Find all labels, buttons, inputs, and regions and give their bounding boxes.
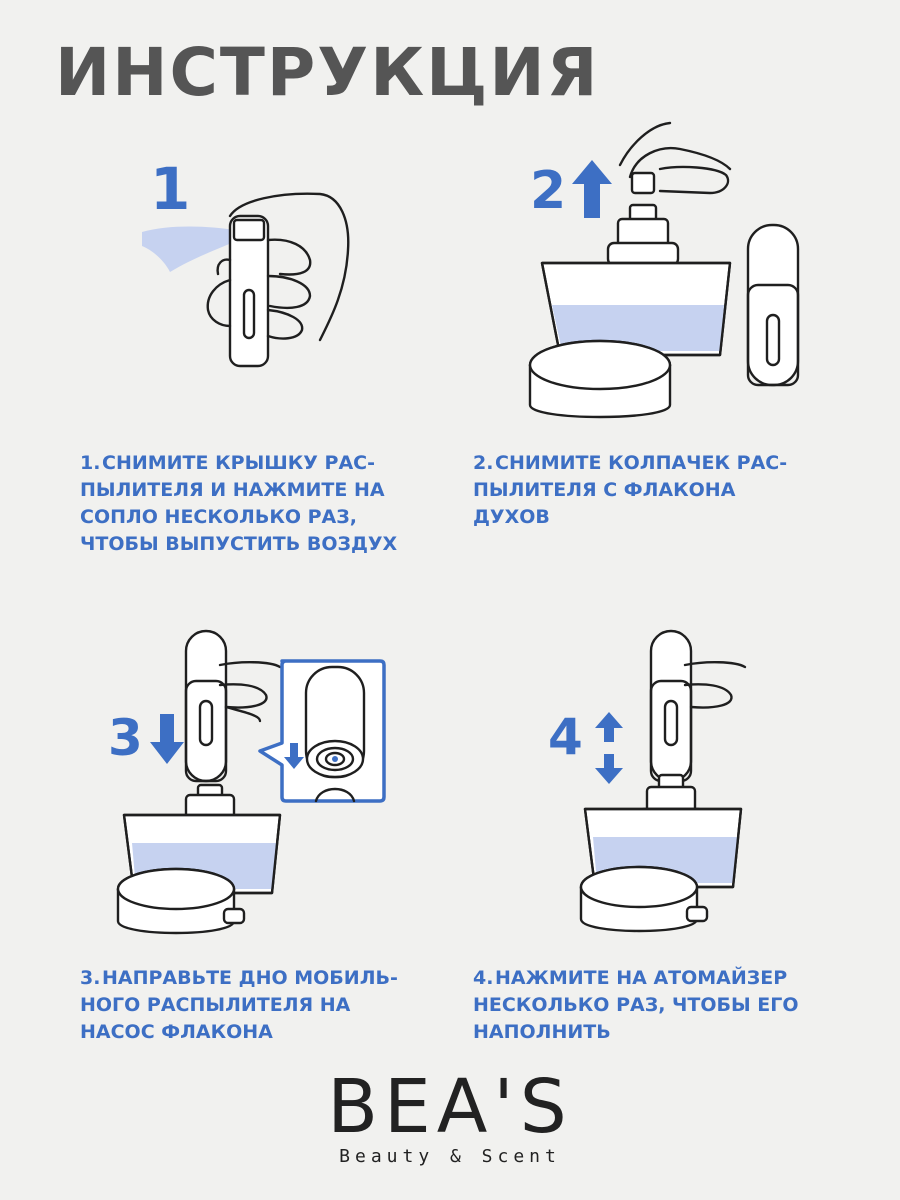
arrow-up-down-icon: [595, 712, 623, 784]
step-2-caption-text: СНИМИТЕ КОЛПАЧЕК РАС-ПЫЛИТЕЛЯ С ФЛАКОНА …: [473, 452, 788, 528]
step-3-caption: 3.НАПРАВЬТЕ ДНО МОБИЛЬ-НОГО РАСПЫЛИТЕЛЯ …: [80, 965, 410, 1046]
brand-name: BEA'S: [327, 1064, 573, 1150]
step-1-caption: 1.СНИМИТЕ КРЫШКУ РАС-ПЫЛИТЕЛЯ И НАЖМИТЕ …: [80, 450, 410, 558]
page-title: ИНСТРУКЦИЯ: [55, 34, 600, 111]
step-4-caption: 4.НАЖМИТЕ НА АТОМАЙЗЕР НЕСКОЛЬКО РАЗ, ЧТ…: [473, 965, 803, 1046]
step-2-number: 2: [530, 161, 567, 221]
step-3-number: 3: [108, 709, 143, 767]
step-2-illustration: [528, 121, 800, 419]
step-4-illustration: [579, 629, 747, 933]
step-1-caption-text: СНИМИТЕ КРЫШКУ РАС-ПЫЛИТЕЛЯ И НАЖМИТЕ НА…: [80, 452, 398, 555]
step-1-number: 1: [150, 155, 191, 223]
brand-tagline: Beauty & Scent: [339, 1146, 561, 1167]
step-4-number: 4: [548, 708, 583, 766]
step-3-caption-text: НАПРАВЬТЕ ДНО МОБИЛЬ-НОГО РАСПЫЛИТЕЛЯ НА…: [80, 967, 398, 1043]
step-2-caption: 2.СНИМИТЕ КОЛПАЧЕК РАС-ПЫЛИТЕЛЯ С ФЛАКОН…: [473, 450, 803, 531]
step-1-caption-number: 1.: [80, 452, 101, 474]
step-3-caption-number: 3.: [80, 967, 101, 989]
step-4-caption-number: 4.: [473, 967, 494, 989]
step-2-caption-number: 2.: [473, 452, 494, 474]
step-4-caption-text: НАЖМИТЕ НА АТОМАЙЗЕР НЕСКОЛЬКО РАЗ, ЧТОБ…: [473, 967, 799, 1043]
step-3-illustration: [116, 629, 386, 935]
arrow-up-icon: [572, 160, 612, 218]
brand-logo: BEA'S Beauty & Scent: [0, 1070, 900, 1167]
arrow-down-icon: [150, 714, 184, 764]
step-1-illustration: [142, 192, 350, 368]
